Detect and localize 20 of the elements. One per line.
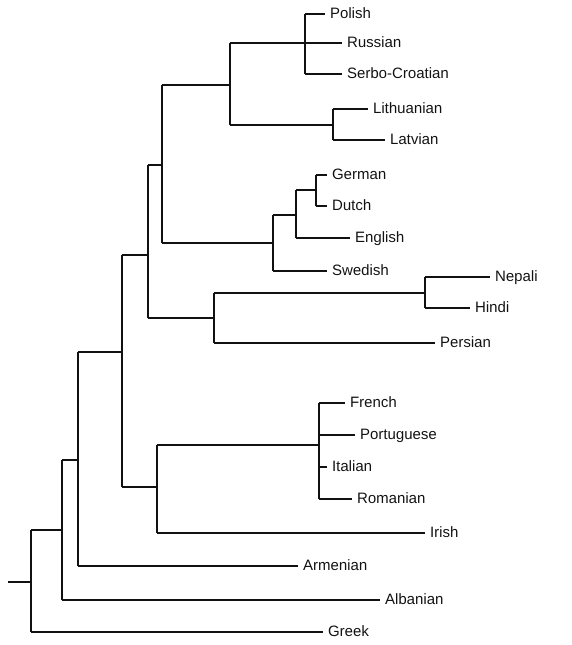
language-label: Armenian: [303, 557, 368, 575]
language-label: English: [355, 229, 404, 247]
language-label: Polish: [330, 5, 371, 23]
language-label: Greek: [328, 623, 369, 641]
language-label: Serbo-Croatian: [347, 65, 449, 83]
language-label: Swedish: [332, 262, 389, 280]
language-label: Persian: [440, 334, 491, 352]
language-label: Hindi: [475, 299, 510, 317]
language-label: French: [350, 394, 397, 412]
language-label: Albanian: [385, 591, 444, 609]
language-label: German: [332, 166, 386, 184]
language-label: Nepali: [495, 268, 538, 286]
language-label: Russian: [347, 34, 402, 52]
language-label: Portuguese: [360, 426, 437, 444]
language-label: Lithuanian: [373, 100, 442, 118]
language-label: Romanian: [357, 490, 426, 508]
language-label: Irish: [430, 524, 458, 542]
language-label: Italian: [332, 458, 372, 476]
language-label: Latvian: [390, 131, 438, 149]
language-label: Dutch: [332, 197, 372, 215]
